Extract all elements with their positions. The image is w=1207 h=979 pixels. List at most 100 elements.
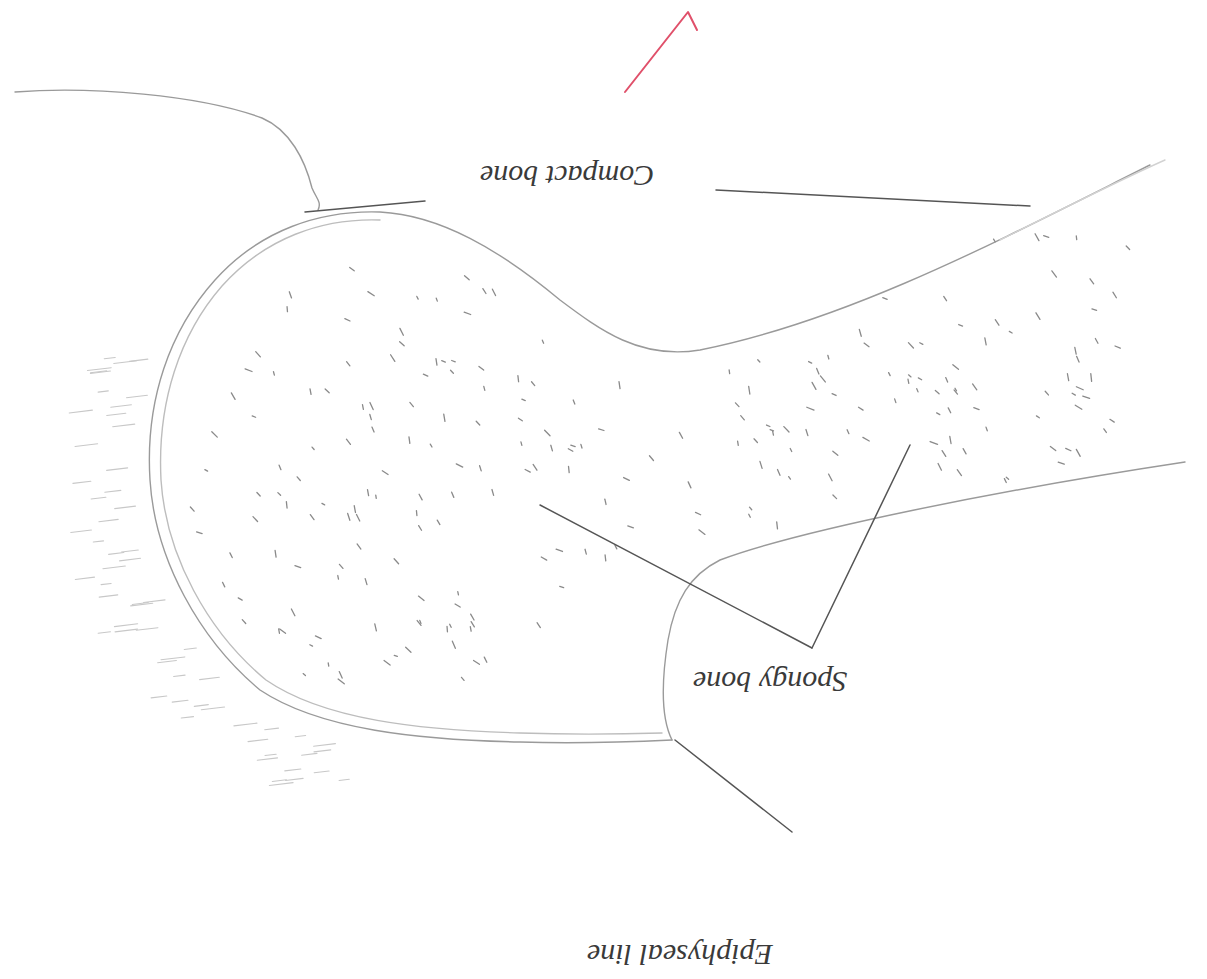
hatch-stroke bbox=[194, 705, 208, 707]
part-label: Spongy bone bbox=[693, 666, 847, 699]
stipple-dash bbox=[1009, 331, 1012, 333]
stipple-dash bbox=[696, 512, 701, 514]
stipple-dash bbox=[310, 645, 313, 646]
stipple-dash bbox=[776, 522, 778, 529]
hatch-stroke bbox=[120, 558, 141, 561]
stipple-dash bbox=[461, 677, 464, 680]
hatch-stroke bbox=[314, 771, 329, 773]
stipple-dash bbox=[483, 289, 486, 294]
hatch-stroke bbox=[131, 603, 153, 606]
stipple-dash bbox=[1004, 479, 1006, 483]
hatch-stroke bbox=[151, 696, 167, 698]
stipple-dash bbox=[337, 576, 339, 579]
hatch-stroke bbox=[314, 744, 336, 747]
stipple-dash bbox=[918, 378, 921, 380]
stipple-dash bbox=[955, 388, 956, 391]
stipple-dash bbox=[205, 470, 208, 472]
stipple-dash bbox=[368, 292, 374, 296]
stipple-dash bbox=[649, 456, 653, 461]
hatch-stroke bbox=[111, 405, 132, 407]
hatch-stroke bbox=[115, 506, 136, 508]
stipple-dash bbox=[339, 672, 342, 679]
hatch-stroke bbox=[91, 497, 106, 499]
hatch-stroke bbox=[114, 361, 137, 364]
hatch-stroke bbox=[161, 657, 185, 660]
hatch-stroke bbox=[103, 566, 125, 569]
stipple-dash bbox=[423, 374, 427, 376]
stipple-dash bbox=[310, 389, 311, 395]
stipple-dash bbox=[517, 376, 519, 382]
stipple-dash bbox=[937, 413, 940, 415]
stipple-dash bbox=[986, 427, 987, 431]
stipple-dash bbox=[1092, 309, 1097, 310]
hatch-stroke bbox=[265, 728, 279, 730]
stipple-dash bbox=[518, 418, 522, 421]
stipple-dash bbox=[817, 368, 819, 374]
stipple-dash bbox=[372, 427, 374, 432]
stipple-dash bbox=[450, 624, 451, 627]
part-label: Compact bone bbox=[480, 160, 654, 193]
stipple-dash bbox=[310, 515, 314, 520]
hatch-stroke bbox=[115, 629, 137, 632]
stipple-dash bbox=[435, 359, 437, 366]
stipple-dash bbox=[812, 382, 816, 389]
stipple-dash bbox=[585, 549, 586, 554]
hatch-stroke bbox=[113, 424, 135, 427]
hatch-stroke bbox=[136, 628, 158, 631]
stipple-dash bbox=[419, 526, 422, 531]
stipple-dash bbox=[418, 596, 424, 600]
stipple-dash bbox=[391, 355, 395, 362]
stipple-dash bbox=[735, 403, 739, 407]
stipple-dash bbox=[190, 507, 194, 511]
stipple-dash bbox=[545, 430, 550, 436]
stipple-dash bbox=[599, 429, 604, 431]
stipple-dash bbox=[1058, 462, 1064, 464]
stipple-dash bbox=[679, 432, 682, 438]
stipple-dash bbox=[1045, 391, 1048, 395]
stipple-dash bbox=[442, 361, 446, 363]
stipple-dash bbox=[382, 471, 388, 475]
hatch-stroke bbox=[98, 632, 110, 633]
stipple-dash bbox=[859, 329, 861, 336]
stipple-dash bbox=[457, 592, 459, 595]
stipple-dash bbox=[286, 307, 288, 312]
stipple-dash bbox=[1113, 292, 1116, 298]
stipple-dash bbox=[492, 490, 494, 496]
stipple-dash bbox=[1077, 356, 1079, 362]
stipple-dash bbox=[451, 370, 454, 373]
stipple-dash bbox=[532, 382, 535, 386]
stipple-dash bbox=[370, 414, 371, 419]
stipple-dash bbox=[749, 514, 751, 517]
stipple-dash bbox=[470, 627, 472, 631]
stipple-dash bbox=[624, 478, 630, 481]
stipple-dash bbox=[280, 629, 286, 633]
stipple-dash bbox=[452, 641, 455, 648]
stipple-dash bbox=[476, 421, 480, 425]
hatch-stroke bbox=[93, 541, 103, 542]
stipple-dash bbox=[1075, 347, 1076, 354]
stipple-dash bbox=[1104, 429, 1107, 433]
stipple-dash bbox=[479, 366, 484, 370]
hatch-stroke bbox=[107, 413, 126, 415]
stipple-dash bbox=[338, 679, 344, 684]
stipple-dash bbox=[920, 343, 923, 345]
stipple-dash bbox=[568, 466, 570, 472]
stipple-dash bbox=[410, 402, 414, 406]
stipple-dash bbox=[1072, 393, 1075, 395]
hatch-stroke bbox=[248, 739, 268, 741]
hatch-stroke bbox=[200, 677, 220, 679]
stipple-dash bbox=[895, 399, 896, 403]
stipple-dash bbox=[315, 636, 321, 639]
stipple-dash bbox=[930, 442, 937, 445]
stipple-dash bbox=[370, 403, 373, 410]
stipple-dash bbox=[452, 360, 456, 361]
stipple-dash bbox=[605, 499, 606, 504]
stipple-dash bbox=[699, 530, 705, 535]
stipple-dash bbox=[464, 312, 470, 314]
stipple-dash bbox=[907, 379, 909, 383]
stipple-dash bbox=[346, 439, 350, 444]
stipple-dash bbox=[325, 389, 329, 393]
stipple-dash bbox=[1006, 477, 1008, 479]
stipple-dash bbox=[784, 427, 789, 432]
hatch-stroke bbox=[114, 624, 137, 627]
